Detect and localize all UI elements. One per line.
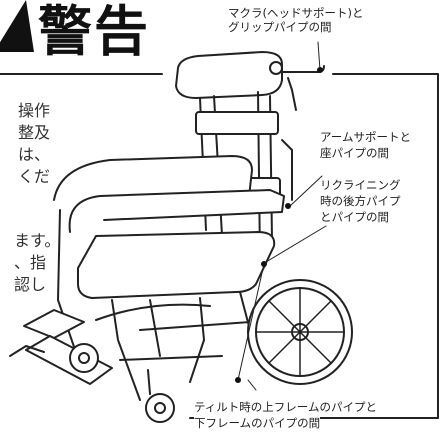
- callout-headrest-line2: グリップパイプの間: [228, 20, 332, 34]
- point-recline: [261, 261, 267, 267]
- body-line: くだ: [18, 167, 51, 186]
- warning-title: 警告: [38, 0, 150, 63]
- point-headrest: [317, 67, 323, 73]
- callout-recline-line1: リクライニング: [320, 178, 401, 192]
- callout-recline-line3: とパイプの間: [320, 210, 389, 224]
- front-caster: [145, 393, 175, 423]
- point-tilt: [235, 377, 241, 383]
- callout-armrest-line1: アームサポートと: [320, 130, 411, 144]
- footrest-left: [23, 309, 85, 339]
- callout-tilt-line1: ティルト時の上フレームのパイプと: [194, 400, 377, 414]
- headrest: [175, 51, 283, 99]
- body-line: 操作: [18, 101, 51, 120]
- leader-headrest: [317, 41, 321, 71]
- seat-cushion: [77, 231, 276, 299]
- point-armrest: [285, 203, 291, 209]
- warning-triangle-icon: [0, 0, 34, 52]
- callout-tilt-line2: 下フレームのパイプの間: [194, 416, 321, 430]
- body-line: 整及: [18, 123, 51, 142]
- footrest-right: [25, 335, 113, 385]
- rear-caster: [69, 343, 99, 373]
- callout-recline-line2: 時の後方パイプ: [320, 194, 401, 208]
- leader-recline: [265, 225, 327, 263]
- body-line: ます。: [14, 231, 61, 250]
- armrest-right: [68, 189, 285, 233]
- leader-armrest: [289, 175, 323, 207]
- back-strap-1: [195, 111, 279, 135]
- callout-armrest-line2: 座パイプの間: [320, 146, 389, 160]
- body-line: 認し: [14, 275, 47, 294]
- callout-headrest-line1: マクラ(ヘッドサポート)と: [228, 6, 364, 20]
- body-line: は、: [18, 145, 51, 164]
- body-line: 、指: [14, 253, 47, 272]
- leader-tilt: [237, 263, 265, 381]
- headrest-knob: [269, 61, 283, 75]
